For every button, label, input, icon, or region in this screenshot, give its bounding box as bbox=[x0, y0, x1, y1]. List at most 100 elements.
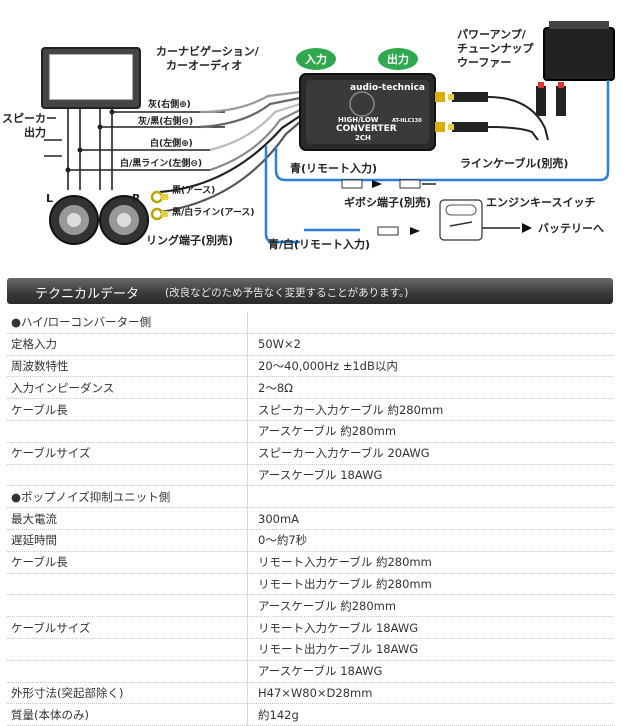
spec-value: アースケーブル 約280mm bbox=[247, 420, 613, 443]
spec-row: アースケーブル 18AWG bbox=[7, 464, 613, 487]
label-badge-input: 入力 bbox=[305, 52, 327, 66]
spec-row: ケーブル長スピーカー入力ケーブル 約280mm bbox=[7, 398, 613, 421]
spec-value: リモート入力ケーブル 18AWG bbox=[247, 616, 613, 639]
spec-row: アースケーブル 約280mm bbox=[7, 420, 613, 443]
label-device-line3: 2CH bbox=[355, 134, 371, 142]
label-line-cable: ラインケーブル(別売) bbox=[460, 156, 568, 170]
remote-wires bbox=[264, 80, 610, 244]
label-blue-remote: 青(リモート入力) bbox=[290, 161, 377, 175]
label-amp-line3: ウーファー bbox=[457, 56, 511, 69]
spec-label: 定格入力 bbox=[7, 333, 248, 356]
label-device-line1: HIGH/LOW bbox=[338, 116, 379, 124]
spec-row: リモート出力ケーブル 約280mm bbox=[7, 573, 613, 596]
spec-value: H47×W80×D28mm bbox=[247, 682, 613, 705]
label-wire-black-white: 黒/白ライン(アース) bbox=[172, 206, 255, 218]
spec-value: リモート出力ケーブル 約280mm bbox=[247, 573, 613, 596]
speaker-wires bbox=[44, 108, 225, 190]
amplifier-box bbox=[543, 21, 615, 81]
label-blue-white-remote: 青/白(リモート入力) bbox=[268, 237, 370, 251]
label-car-navi: カーナビゲーション/ bbox=[156, 44, 260, 58]
wire-junction-dots bbox=[65, 109, 115, 173]
spec-row: 質量(本体のみ)約142g bbox=[7, 703, 613, 726]
wiring-diagram: カーナビゲーション/ カーオーディオ スピーカー 出力 L R 灰(右側⊕) 灰… bbox=[0, 0, 627, 272]
gibosi-connectors bbox=[341, 179, 436, 236]
spec-label: 外形寸法(突起部除く) bbox=[7, 682, 248, 705]
spec-value bbox=[247, 312, 613, 334]
label-device-model: AT-HLC130 bbox=[392, 118, 422, 124]
spec-value: アースケーブル 約280mm bbox=[247, 594, 613, 618]
tech-data-note: (改良などのため予告なく変更することがあります。) bbox=[165, 287, 409, 299]
spec-row: ケーブルサイズスピーカー入力ケーブル 20AWG bbox=[7, 442, 613, 465]
spec-value bbox=[247, 485, 613, 509]
spec-label bbox=[7, 464, 248, 487]
label-gibosi: ギボシ端子(別売) bbox=[344, 195, 431, 209]
spec-value: 2～8Ω bbox=[247, 376, 613, 400]
label-car-audio: カーオーディオ bbox=[166, 58, 242, 72]
spec-label: 周波数特性 bbox=[7, 355, 248, 378]
spec-value: 0～約7秒 bbox=[247, 529, 613, 552]
rca-outputs bbox=[435, 92, 488, 132]
spec-row: アースケーブル 18AWG bbox=[7, 660, 613, 683]
badge-input bbox=[296, 48, 336, 70]
label-device-line2: CONVERTER bbox=[336, 124, 397, 134]
spec-row: ケーブルサイズリモート入力ケーブル 18AWG bbox=[7, 616, 613, 639]
spec-value: アースケーブル 18AWG bbox=[247, 660, 613, 683]
spec-label: ●ハイ/ローコンバーター側 bbox=[7, 312, 248, 334]
spec-row: ●ハイ/ローコンバーター側 bbox=[7, 312, 613, 334]
spec-value: 約142g bbox=[247, 703, 613, 726]
badge-output bbox=[378, 48, 418, 70]
spec-label bbox=[7, 420, 248, 443]
label-amp-line1: パワーアンプ/ bbox=[457, 27, 527, 41]
spec-label: ケーブルサイズ bbox=[7, 442, 248, 465]
spec-value: リモート入力ケーブル 約280mm bbox=[247, 551, 613, 574]
label-speaker-left: L bbox=[46, 192, 53, 205]
spec-label bbox=[7, 594, 248, 618]
spec-value: リモート出力ケーブル 18AWG bbox=[247, 638, 613, 661]
head-unit-monitor bbox=[41, 47, 141, 109]
spec-value: 20～40,000Hz ±1dB以内 bbox=[247, 355, 613, 378]
label-engine-switch: エンジンキースイッチ bbox=[486, 196, 595, 209]
label-speaker-out-2: 出力 bbox=[24, 125, 46, 139]
spec-label: ケーブル長 bbox=[7, 551, 248, 574]
spec-value: スピーカー入力ケーブル 約280mm bbox=[247, 398, 613, 421]
spec-value: アースケーブル 18AWG bbox=[247, 464, 613, 487]
spec-label bbox=[7, 638, 248, 661]
label-amp-line2: チューンナップ bbox=[457, 41, 534, 55]
spec-label: 質量(本体のみ) bbox=[7, 703, 248, 726]
spec-label: ●ポップノイズ抑制ユニット側 bbox=[7, 485, 248, 509]
spec-row: アースケーブル 約280mm bbox=[7, 594, 613, 618]
input-wires bbox=[159, 90, 301, 214]
label-badge-output: 出力 bbox=[387, 52, 409, 66]
spec-row: ●ポップノイズ抑制ユニット側 bbox=[7, 485, 613, 509]
spec-row: リモート出力ケーブル 18AWG bbox=[7, 638, 613, 661]
label-speaker-right: R bbox=[132, 192, 141, 205]
spec-row: ケーブル長リモート入力ケーブル 約280mm bbox=[7, 551, 613, 574]
engine-key-switch bbox=[439, 199, 520, 241]
label-wire-gray-black: 灰/黒(右側⊖) bbox=[138, 115, 193, 127]
speaker-left bbox=[49, 195, 99, 245]
label-wire-black: 黒(アース) bbox=[172, 185, 215, 196]
arrows bbox=[372, 180, 532, 235]
ring-terminals bbox=[150, 190, 168, 221]
spec-value: スピーカー入力ケーブル 20AWG bbox=[247, 442, 613, 465]
spec-label bbox=[7, 660, 248, 683]
label-ring-terminal: リング端子(別売) bbox=[146, 233, 233, 247]
tech-data-header: テクニカルデータ (改良などのため予告なく変更することがあります。) bbox=[7, 278, 613, 304]
label-brand: audio-technica bbox=[350, 83, 425, 93]
spec-label bbox=[7, 573, 248, 596]
spec-label: 入力インピーダンス bbox=[7, 376, 248, 400]
label-battery: バッテリーへ bbox=[538, 222, 604, 235]
spec-value: 300mA bbox=[247, 507, 613, 530]
converter-box bbox=[299, 73, 436, 151]
spec-label: 最大電流 bbox=[7, 507, 248, 530]
spec-label: ケーブル長 bbox=[7, 398, 248, 421]
label-wire-gray: 灰(右側⊕) bbox=[148, 98, 191, 110]
spec-label: 遅延時間 bbox=[7, 529, 248, 552]
line-cables bbox=[487, 96, 549, 141]
spec-row: 外形寸法(突起部除く)H47×W80×D28mm bbox=[7, 682, 613, 705]
